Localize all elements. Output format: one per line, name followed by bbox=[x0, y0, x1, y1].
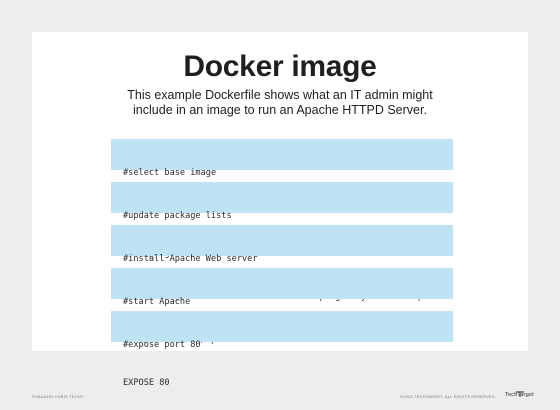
code-block-install-apache: #install Apache Web server RUN DEBIAN_FR… bbox=[111, 225, 453, 302]
diagram-title: Docker image bbox=[183, 50, 377, 83]
code-comment: #update package lists bbox=[123, 211, 232, 221]
techtarget-logo-icon: TechTarget bbox=[505, 385, 534, 399]
code-comment: #expose port 80 bbox=[123, 340, 201, 350]
code-command: EXPOSE 80 bbox=[123, 377, 170, 388]
logo-text: TechTarget bbox=[505, 392, 534, 398]
code-comment: #install Apache Web server bbox=[123, 254, 258, 264]
footer-credit: ©VAUGHN CHRIS TECHT bbox=[32, 394, 84, 399]
code-block-select-base-image: #select base image FROM ubuntu:latest bbox=[111, 139, 453, 216]
footer-copyright: ©2023 TECHTARGET. ALL RIGHTS RESERVED bbox=[400, 394, 495, 399]
logo-mark-icon bbox=[516, 391, 524, 397]
code-block-start-apache: #start Apache RUN /etc/init.d/apache2 st… bbox=[111, 268, 453, 345]
diagram-subtitle: This example Dockerfile shows what an IT… bbox=[127, 88, 433, 117]
code-block-expose-port: #expose port 80 EXPOSE 80 bbox=[111, 311, 453, 388]
code-comment: #start Apache bbox=[123, 297, 191, 307]
code-comment: #select base image bbox=[123, 168, 217, 178]
code-block-update-package-lists: #update package lists RUN apt-get update bbox=[111, 182, 453, 259]
